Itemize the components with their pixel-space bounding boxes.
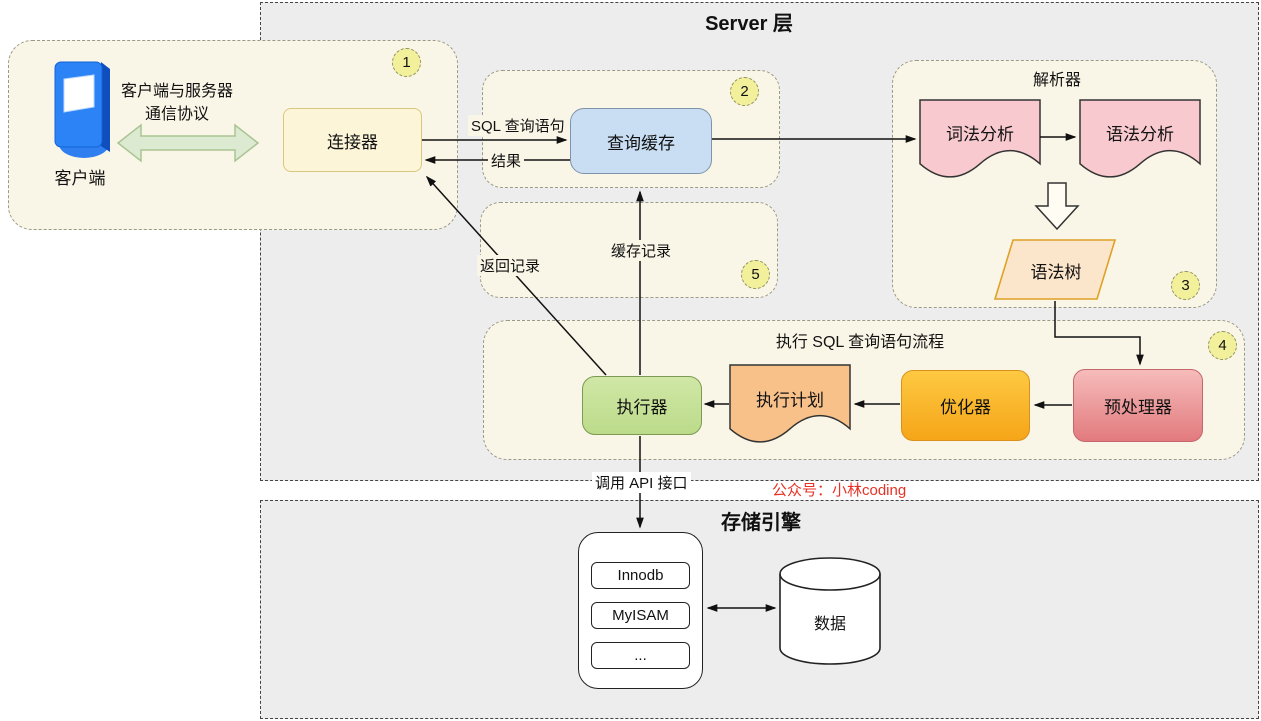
step-badge-2: 2 [730,77,759,106]
step-badge-1: 1 [392,48,421,77]
parser-region-title: 解析器 [1032,72,1082,89]
preprocessor-label: 预处理器 [1104,398,1172,417]
storage-layer-title: 存储引擎 [721,512,801,534]
query-cache-node: 查询缓存 [570,108,712,174]
step-badge-4: 4 [1208,331,1237,360]
edge-label-cache-record: 缓存记录 [608,240,675,261]
client-protocol-line2: 通信协议 [144,106,210,123]
execution-plan-label: 执行计划 [756,391,824,410]
client-protocol-label: 客户端与服务器 通信协议 [121,80,233,126]
edge-label-call-api: 调用 API 接口 [592,472,691,493]
lexical-analysis-label: 词法分析 [946,125,1014,144]
watermark-text: 公众号：小林coding [772,482,907,499]
edge-label-return-record: 返回记录 [477,255,544,276]
engine-item-myisam: MyISAM [591,602,690,629]
syntax-tree-label: 语法树 [1030,263,1082,282]
step-badge-5: 5 [741,260,770,289]
step-badge-3: 3 [1171,271,1200,300]
client-protocol-line1: 客户端与服务器 [120,83,234,100]
engine-item-other: ... [591,642,690,669]
engine-item-innodb: Innodb [591,562,690,589]
storage-engines-box: Innodb MyISAM ... [578,532,703,689]
edge-label-sql-query: SQL 查询语句 [468,115,568,136]
query-cache-label: 查询缓存 [607,133,675,153]
execute-flow-region-title: 执行 SQL 查询语句流程 [775,334,945,351]
connector-label: 连接器 [327,132,378,152]
preprocessor-node: 预处理器 [1073,369,1203,442]
server-layer-title: Server 层 [705,13,793,35]
optimizer-node: 优化器 [901,370,1030,441]
executor-node: 执行器 [582,376,702,435]
syntax-analysis-label: 语法分析 [1106,125,1174,144]
data-cylinder-label: 数据 [813,616,847,633]
client-device-label: 客户端 [54,169,106,188]
optimizer-label: 优化器 [940,398,991,417]
connector-node: 连接器 [283,108,422,172]
executor-label: 执行器 [616,398,668,417]
edge-label-result: 结果 [488,150,525,171]
